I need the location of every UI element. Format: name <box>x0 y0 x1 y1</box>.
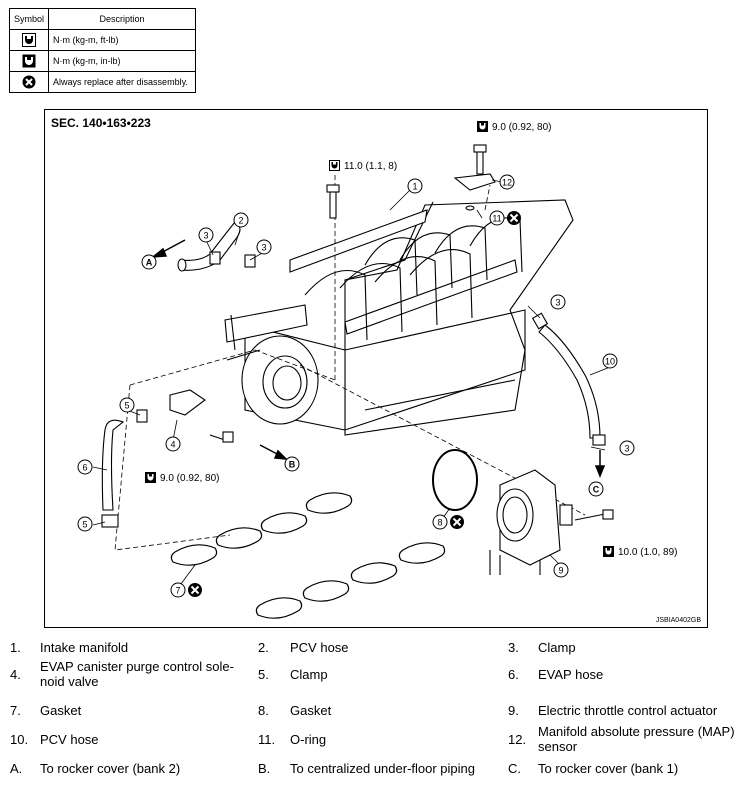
svg-text:2: 2 <box>238 216 243 226</box>
part-number: 4. <box>10 667 21 682</box>
part-number: 12. <box>508 732 527 747</box>
svg-text:10: 10 <box>605 357 615 367</box>
map-sensor-drawing <box>326 144 496 219</box>
intake-manifold-drawing <box>224 199 574 436</box>
legend-desc-replace: Always replace after disassembly. <box>48 71 197 93</box>
callout-9: 9 <box>553 562 569 578</box>
callout-6: 6 <box>77 459 93 475</box>
torque-manifold-bolt: 11.0 (1.1, 8) <box>329 160 397 172</box>
svg-text:5: 5 <box>82 520 87 530</box>
part-name: O-ring <box>290 732 327 747</box>
part-number: 9. <box>508 703 519 718</box>
part-number: 11. <box>258 732 276 747</box>
part-name: Clamp <box>290 667 328 682</box>
svg-text:12: 12 <box>502 178 512 188</box>
part-number: B. <box>258 761 271 776</box>
svg-text:10.0 (1.0, 89): 10.0 (1.0, 89) <box>618 547 677 558</box>
svg-text:4: 4 <box>170 440 175 450</box>
svg-text:5: 5 <box>124 401 129 411</box>
part-name: EVAP hose <box>538 667 604 682</box>
part-name: PCV hose <box>290 640 349 655</box>
legend-desc-ftlb: N·m (kg-m, ft-lb) <box>48 29 197 51</box>
letter-markers: A B C <box>141 254 604 497</box>
part-name: Gasket <box>290 703 332 718</box>
part-number: C. <box>508 761 521 776</box>
part-name: Electric throttle control actuator <box>538 703 718 718</box>
part-number: 5. <box>258 667 269 682</box>
torque-labels: 9.0 (0.92, 80) 11.0 (1.1, 8) 9.0 (0.92, … <box>145 121 677 558</box>
callout-3b: 3 <box>256 239 272 255</box>
legend-header-description: Description <box>48 8 197 30</box>
svg-text:9: 9 <box>558 566 563 576</box>
part-name: Gasket <box>40 703 82 718</box>
svg-text:3: 3 <box>555 298 560 308</box>
part-name: PCV hose <box>40 732 99 747</box>
part-number: 10. <box>10 732 29 747</box>
marker-c: C <box>588 481 604 497</box>
callout-3d: 3 <box>619 440 635 456</box>
symbol-legend-table: Symbol Description N·m (kg-m, ft-lb) N·m… <box>8 8 197 93</box>
marker-a: A <box>141 254 157 270</box>
svg-text:9.0 (0.92, 80): 9.0 (0.92, 80) <box>492 122 551 133</box>
torque-wrench-ftlb-icon <box>22 33 36 47</box>
evap-hose-drawing <box>101 389 234 528</box>
part-name: To rocker cover (bank 1) <box>538 761 679 776</box>
part-name: Manifold absolute pressure (MAP) sensor <box>538 724 735 754</box>
part-number: 8. <box>258 703 269 718</box>
part-number: 7. <box>10 703 21 718</box>
marker-b: B <box>284 456 300 472</box>
callout-5b: 5 <box>77 516 93 532</box>
svg-text:11.0 (1.1, 8): 11.0 (1.1, 8) <box>344 161 397 172</box>
svg-text:3: 3 <box>624 444 629 454</box>
callout-2: 2 <box>233 212 249 228</box>
svg-text:C: C <box>593 485 600 495</box>
part-number: 6. <box>508 667 519 682</box>
part-number: 2. <box>258 640 269 655</box>
part-name: To centralized under-floor piping <box>290 761 475 776</box>
legend-header-symbol: Symbol <box>8 8 50 30</box>
callout-3c: 3 <box>550 294 566 310</box>
svg-text:A: A <box>146 258 153 268</box>
torque-evap-valve: 9.0 (0.92, 80) <box>145 472 219 484</box>
callout-1: 1 <box>407 178 423 194</box>
svg-text:1: 1 <box>412 182 417 192</box>
callout-markers: 1 2 3 3 3 3 4 5 5 6 7 8 9 10 11 12 <box>77 174 635 598</box>
illustration-code: JSBIA0402GB <box>655 617 701 624</box>
legend-desc-inlb: N·m (kg-m, in-lb) <box>48 50 197 72</box>
svg-text:9.0 (0.92, 80): 9.0 (0.92, 80) <box>160 473 219 484</box>
svg-text:B: B <box>289 460 296 470</box>
svg-text:6: 6 <box>82 463 87 473</box>
callout-12: 12 <box>499 174 515 190</box>
torque-wrench-inlb-icon <box>22 54 36 68</box>
section-number: SEC. 140•163•223 <box>51 116 151 130</box>
svg-text:11: 11 <box>492 214 501 224</box>
part-name: Intake manifold <box>40 640 129 655</box>
callout-10: 10 <box>602 353 618 369</box>
callout-11: 11 <box>489 210 522 226</box>
gaskets-7-drawing <box>170 492 446 619</box>
part-name: To rocker cover (bank 2) <box>40 761 181 776</box>
callout-3a: 3 <box>198 227 214 243</box>
part-number: 1. <box>10 640 21 655</box>
svg-text:3: 3 <box>261 243 266 253</box>
always-replace-icon <box>22 75 36 89</box>
exploded-view-diagram: SEC. 140•163•223 JSBIA0402GB <box>44 109 708 628</box>
callout-8: 8 <box>432 514 465 530</box>
pcv-hose-10-drawing <box>531 312 606 446</box>
throttle-body-drawing <box>432 449 614 575</box>
svg-text:8: 8 <box>437 518 442 528</box>
callout-5a: 5 <box>119 397 135 413</box>
part-number: 3. <box>508 640 519 655</box>
pcv-hose-2-drawing <box>177 221 256 272</box>
part-number: A. <box>10 761 23 776</box>
part-name: EVAP canister purge control sole- noid v… <box>40 659 234 689</box>
svg-text:7: 7 <box>175 586 180 596</box>
callout-7: 7 <box>170 582 203 598</box>
torque-throttle-body: 10.0 (1.0, 89) <box>603 546 677 558</box>
torque-map-sensor: 9.0 (0.92, 80) <box>477 121 551 133</box>
svg-text:3: 3 <box>203 231 208 241</box>
callout-4: 4 <box>165 436 181 452</box>
part-name: Clamp <box>538 640 576 655</box>
diagram-drawing: 1 2 3 3 3 3 4 5 5 6 7 8 9 10 11 12 A B C… <box>77 121 677 619</box>
